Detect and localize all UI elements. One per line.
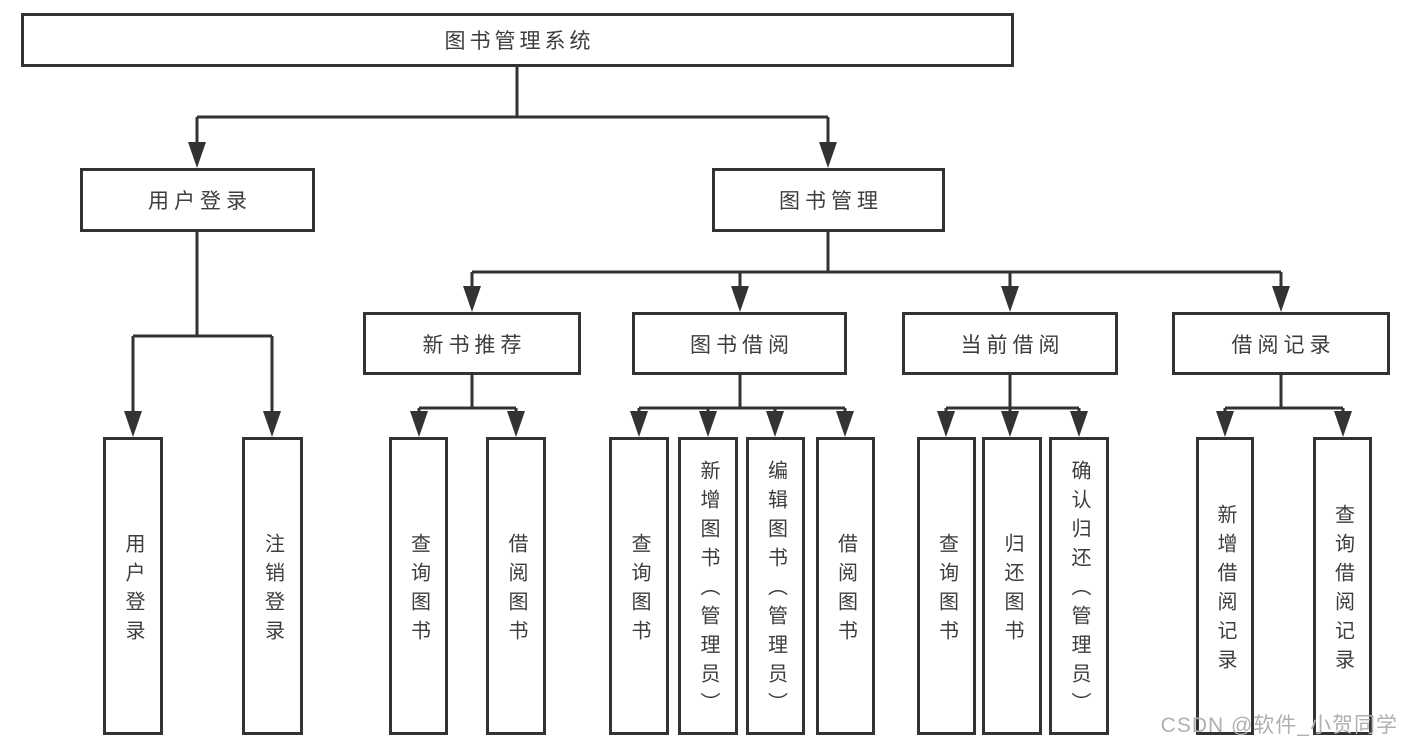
node-label: 注销登录 xyxy=(261,532,284,649)
node-query-books-borrowing: 查询图书 xyxy=(609,437,669,735)
node-label: 查询图书 xyxy=(628,532,650,649)
node-add-borrowing-record: 新增借阅记录 xyxy=(1196,437,1254,735)
node-library-management-system: 图书管理系统 xyxy=(21,13,1014,67)
node-label: 查询借阅记录 xyxy=(1331,503,1354,678)
node-label: 当前借阅 xyxy=(960,333,1065,357)
node-label: 用户登录 xyxy=(148,190,252,213)
node-label: 图书管理 xyxy=(779,190,883,213)
node-label: 借阅图书 xyxy=(505,532,527,649)
node-label: 图书管理系统 xyxy=(444,30,595,53)
node-label: 归还图书 xyxy=(1001,532,1023,649)
csdn-watermark: CSDN @软件_小贺同学 xyxy=(1160,714,1398,737)
node-label: 新增图书（管理员） xyxy=(697,460,719,721)
node-book-management: 图书管理 xyxy=(712,168,945,232)
node-label: 查询图书 xyxy=(407,532,430,649)
node-label: 图书借阅 xyxy=(690,333,794,357)
node-confirm-return-admin: 确认归还（管理员） xyxy=(1049,437,1109,735)
node-logout: 注销登录 xyxy=(242,437,303,735)
node-current-borrowing: 当前借阅 xyxy=(902,312,1118,375)
node-book-borrowing: 图书借阅 xyxy=(632,312,847,375)
node-label: 用户登录 xyxy=(122,532,144,649)
node-return-book: 归还图书 xyxy=(982,437,1042,735)
node-edit-book-admin: 编辑图书（管理员） xyxy=(746,437,805,735)
node-label: 新增借阅记录 xyxy=(1214,503,1236,678)
node-new-book-recommendation: 新书推荐 xyxy=(363,312,581,375)
node-label: 确认归还（管理员） xyxy=(1068,460,1090,721)
node-query-borrowing-record: 查询借阅记录 xyxy=(1313,437,1372,735)
node-label: 编辑图书（管理员） xyxy=(764,460,787,721)
node-label: 借阅图书 xyxy=(834,532,857,649)
node-borrow-books-borrowing: 借阅图书 xyxy=(816,437,875,735)
node-label: 新书推荐 xyxy=(422,333,527,357)
node-user-login-leaf: 用户登录 xyxy=(103,437,163,735)
node-label: 借阅记录 xyxy=(1231,333,1336,357)
node-query-books-current: 查询图书 xyxy=(917,437,976,735)
node-borrowing-records: 借阅记录 xyxy=(1172,312,1390,375)
node-query-books-recommend: 查询图书 xyxy=(389,437,448,735)
node-add-book-admin: 新增图书（管理员） xyxy=(678,437,738,735)
node-borrow-books-recommend: 借阅图书 xyxy=(486,437,546,735)
node-label: 查询图书 xyxy=(935,532,958,649)
node-user-login: 用户登录 xyxy=(80,168,315,232)
